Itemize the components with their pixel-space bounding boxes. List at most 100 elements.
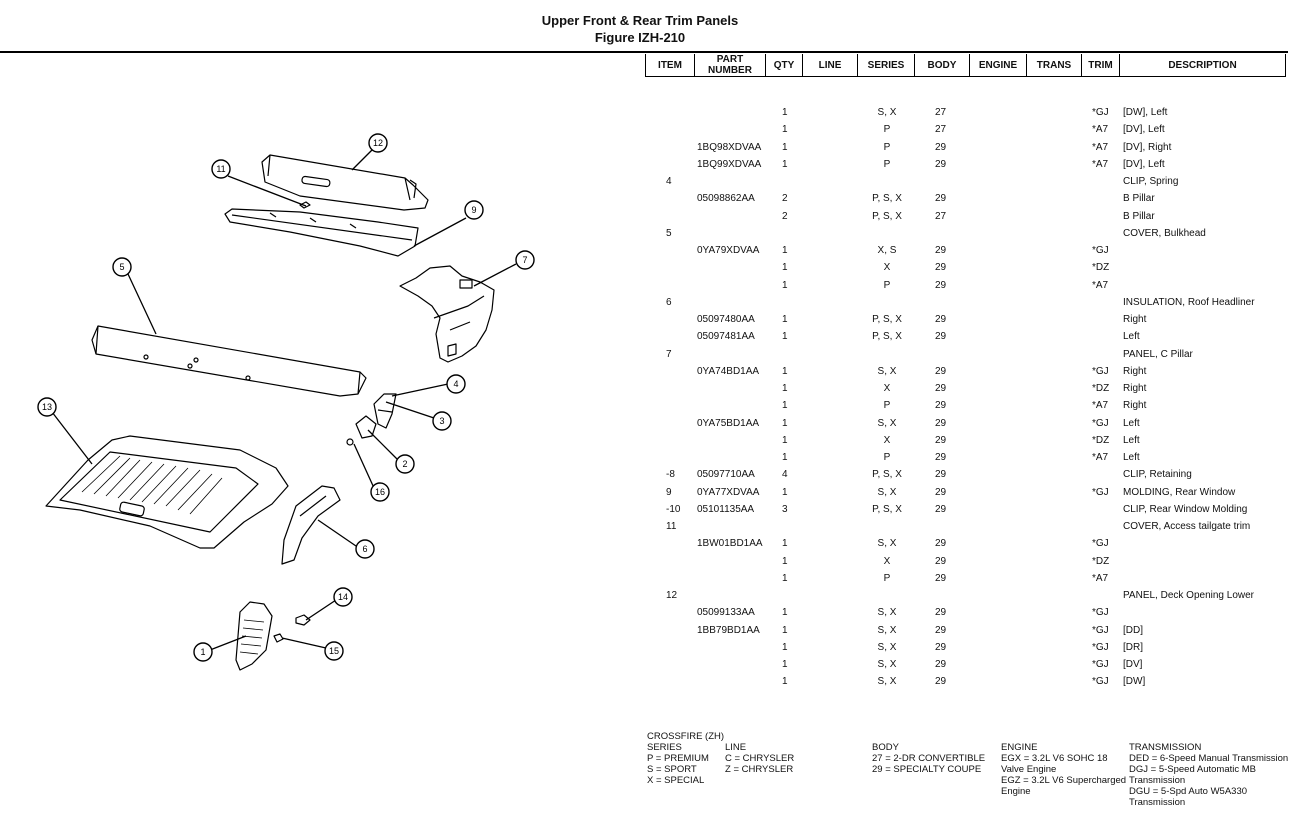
part-1-pillar-trim — [235, 601, 273, 671]
row-description: [DV] — [1123, 659, 1143, 670]
row-series: P — [883, 141, 891, 153]
row-description: CLIP, Rear Window Molding — [1123, 503, 1248, 515]
row-qty: 1 — [782, 641, 788, 653]
row-series: S, X — [877, 624, 897, 636]
legend-body-line: 29 = SPECIALTY COUPE — [872, 764, 982, 775]
row-description: [DD] — [1123, 624, 1143, 636]
row-part-number: 0YA74BD1AA — [697, 365, 760, 377]
row-series: X, S — [877, 245, 897, 256]
row-series: S, X — [877, 365, 897, 377]
svg-text:15: 15 — [329, 646, 339, 656]
col-trim: TRIM — [1081, 54, 1120, 77]
row-qty: 4 — [782, 469, 788, 481]
row-qty: 1 — [782, 107, 788, 118]
parts-table-header: ITEM PART NUMBER QTY LINE SERIES BODY EN… — [645, 54, 1286, 77]
row-body: 29 — [935, 572, 947, 584]
row-qty: 1 — [782, 486, 788, 498]
row-description: Right — [1123, 400, 1147, 412]
row-part-number: 05098862AA — [697, 193, 755, 205]
part-16-screw — [346, 438, 354, 446]
row-description: Left — [1123, 417, 1140, 429]
row-trim: *DZ — [1092, 434, 1110, 446]
col-part-number: PART NUMBER — [694, 54, 766, 77]
row-series: S, X — [877, 659, 897, 670]
legend-body-line: 27 = 2-DR CONVERTIBLE — [872, 753, 986, 764]
row-trim: *A7 — [1092, 400, 1109, 412]
row-part-number: 1BW01BD1AA — [697, 538, 763, 550]
part-3-bracket — [373, 393, 397, 429]
leader-lines — [51, 149, 517, 651]
svg-text:7: 7 — [522, 255, 527, 265]
row-series: P, S, X — [872, 193, 902, 205]
row-description: Left — [1123, 331, 1140, 343]
legend-body: BODY 27 = 2-DR CONVERTIBLE 29 = SPECIALT… — [872, 742, 985, 775]
row-description: B Pillar — [1123, 193, 1155, 205]
svg-text:2: 2 — [402, 459, 407, 469]
row-series: X — [883, 555, 891, 567]
row-body: 29 — [935, 158, 947, 170]
row-description: [DV], Left — [1123, 158, 1165, 170]
row-body: 29 — [935, 469, 947, 481]
row-body: 29 — [935, 400, 947, 412]
row-qty: 1 — [782, 538, 788, 550]
row-body: 29 — [935, 641, 947, 653]
row-qty: 1 — [782, 279, 788, 291]
row-part-number: 05097480AA — [697, 314, 755, 325]
row-series: P, S, X — [872, 331, 902, 343]
row-part-number: 1BQ98XDVAA — [697, 141, 762, 153]
row-series: P — [883, 572, 891, 584]
row-description: Right — [1123, 314, 1147, 325]
row-body: 29 — [935, 245, 947, 256]
legend-engine-heading: ENGINE — [1001, 742, 1038, 753]
svg-text:12: 12 — [373, 138, 383, 148]
row-description: MOLDING, Rear Window — [1123, 486, 1236, 498]
row-qty: 2 — [782, 210, 788, 222]
row-body: 29 — [935, 279, 947, 291]
row-trim: *A7 — [1092, 124, 1109, 136]
row-item: -8 — [666, 469, 675, 481]
row-trim: *DZ — [1092, 383, 1110, 394]
row-description: [DR] — [1123, 641, 1143, 653]
row-body: 29 — [935, 452, 947, 463]
legend-series-line: P = PREMIUM — [647, 753, 709, 764]
legend-line-heading: LINE — [725, 742, 747, 753]
row-qty: 1 — [782, 331, 788, 343]
row-description: PANEL, Deck Opening Lower — [1123, 590, 1254, 601]
row-trim: *A7 — [1092, 141, 1109, 153]
col-qty: QTY — [765, 54, 803, 77]
row-body: 29 — [935, 365, 947, 377]
row-body: 29 — [935, 659, 947, 670]
legend-transmission: TRANSMISSION DED = 6-Speed Manual Transm… — [1129, 742, 1288, 808]
row-body: 29 — [935, 538, 947, 550]
svg-text:13: 13 — [42, 402, 52, 412]
row-qty: 1 — [782, 572, 788, 584]
part-5-bulkhead — [91, 325, 367, 397]
row-description: COVER, Access tailgate trim — [1123, 521, 1251, 532]
row-series: S, X — [877, 676, 897, 688]
legend-series-heading: SERIES — [647, 742, 682, 753]
figure-number: Figure IZH-210 — [594, 30, 686, 45]
callout-16: 16 — [370, 482, 390, 502]
legend-line-line: C = CHRYSLER — [725, 753, 795, 764]
row-qty: 1 — [782, 158, 788, 170]
row-qty: 1 — [782, 400, 788, 412]
row-part-number: 0YA79XDVAA — [697, 245, 760, 256]
callout-13: 13 — [37, 397, 57, 417]
row-trim: *GJ — [1092, 641, 1109, 653]
svg-text:9: 9 — [471, 205, 476, 215]
row-description: [DV], Left — [1123, 124, 1165, 136]
row-trim: *GJ — [1092, 659, 1109, 670]
row-part-number: 0YA75BD1AA — [697, 417, 760, 429]
parts-diagram: 12 11 9 7 5 4 3 2 16 13 6 14 15 1 — [37, 133, 535, 671]
